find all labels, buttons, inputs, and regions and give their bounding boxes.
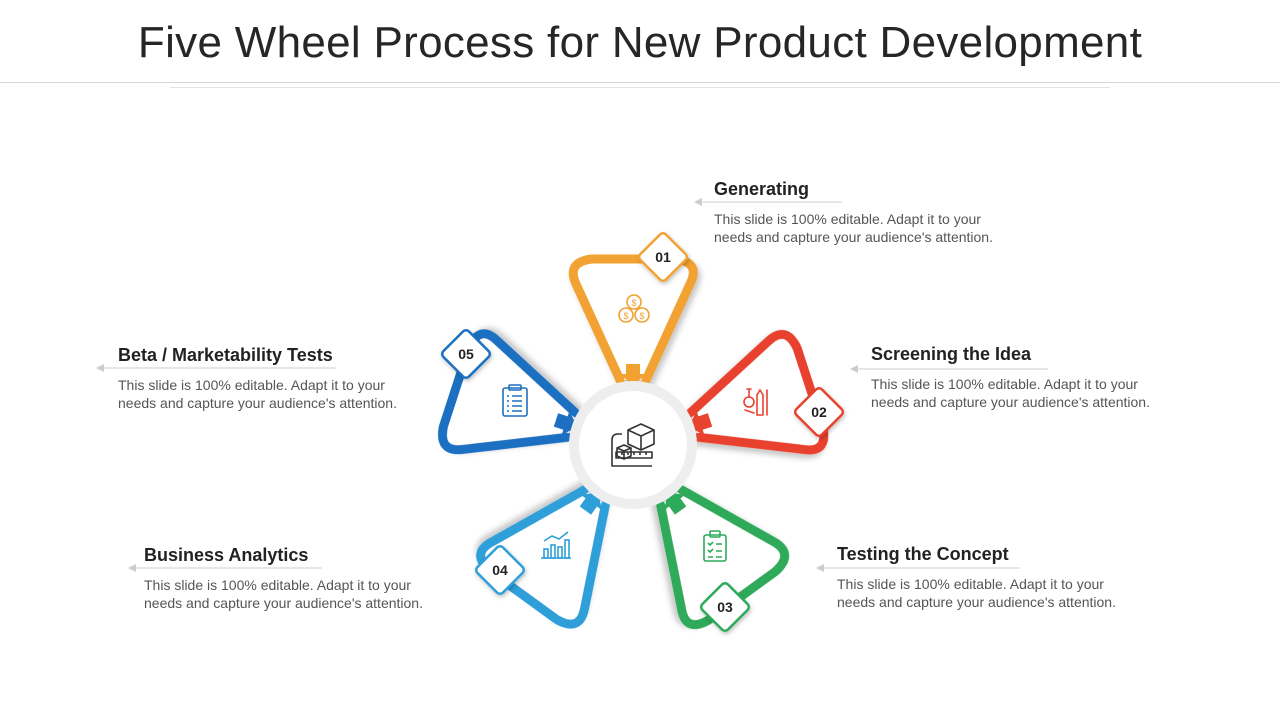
petal-step-2 xyxy=(686,329,829,455)
badge-step-5 xyxy=(440,328,492,380)
title-divider xyxy=(170,87,1110,88)
tools-icon xyxy=(743,388,768,416)
leader-step-1 xyxy=(694,198,842,206)
step-description: This slide is 100% editable. Adapt it to… xyxy=(118,377,397,411)
bar-chart-icon xyxy=(541,531,571,559)
callout-step-3: Testing the Concept This slide is 100% e… xyxy=(837,544,1137,611)
callout-step-2: Screening the Idea This slide is 100% ed… xyxy=(871,344,1171,411)
badge-number-1: 01 xyxy=(655,249,671,265)
badge-step-1 xyxy=(637,231,689,283)
petal-step-1 xyxy=(568,254,698,385)
leader-step-4 xyxy=(128,564,322,572)
page-title: Five Wheel Process for New Product Devel… xyxy=(137,18,1143,67)
step-description: This slide is 100% editable. Adapt it to… xyxy=(144,577,423,611)
svg-text:$: $ xyxy=(631,298,636,308)
clipboard-list-icon xyxy=(502,384,528,417)
petal-step-4 xyxy=(476,485,610,629)
svg-text:$: $ xyxy=(623,311,628,321)
step-description: This slide is 100% editable. Adapt it to… xyxy=(714,211,993,245)
title-bar: Five Wheel Process for New Product Devel… xyxy=(0,0,1280,83)
leader-step-2 xyxy=(850,365,1048,373)
checklist-icon xyxy=(703,530,727,562)
badge-number-4: 04 xyxy=(492,562,508,578)
leader-step-5 xyxy=(96,364,336,372)
step-label: Generating xyxy=(714,179,810,199)
badge-number-3: 03 xyxy=(717,599,733,615)
step-description: This slide is 100% editable. Adapt it to… xyxy=(837,576,1116,610)
step-label: Screening the Idea xyxy=(871,344,1032,364)
badge-step-2 xyxy=(793,386,845,438)
callout-step-4: Business Analytics This slide is 100% ed… xyxy=(144,545,444,612)
step-label: Beta / Marketability Tests xyxy=(118,345,333,365)
svg-text:$: $ xyxy=(639,311,644,321)
leader-step-3 xyxy=(816,564,1020,572)
badge-number-5: 05 xyxy=(458,346,474,362)
hub-circle xyxy=(579,391,687,499)
step-description: This slide is 100% editable. Adapt it to… xyxy=(871,376,1150,410)
badge-number-2: 02 xyxy=(811,404,827,420)
step-label: Testing the Concept xyxy=(837,544,1009,564)
badge-step-3 xyxy=(699,581,751,633)
badge-step-4 xyxy=(474,544,526,596)
product-blueprint-icon xyxy=(611,423,655,467)
coins-icon: $ $ $ xyxy=(618,294,650,323)
arrow-step-4 xyxy=(579,492,602,515)
callout-step-5: Beta / Marketability Tests This slide is… xyxy=(118,345,418,412)
petal-step-3 xyxy=(656,485,790,630)
step-label: Business Analytics xyxy=(144,545,309,565)
arrow-step-1 xyxy=(620,364,646,386)
callout-step-1: Generating This slide is 100% editable. … xyxy=(714,179,1014,246)
arrow-step-3 xyxy=(664,492,687,515)
